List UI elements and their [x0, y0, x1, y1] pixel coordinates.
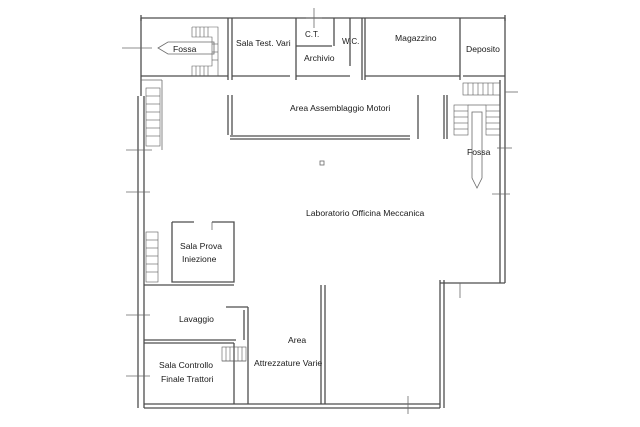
label-fossa-top: Fossa	[173, 44, 197, 54]
label-sala-controllo-2: Finale Trattori	[161, 374, 214, 384]
label-sala-prova-1: Sala Prova	[180, 241, 222, 251]
sala-controllo-walls	[126, 342, 247, 404]
label-sala-prova-2: Iniezione	[182, 254, 217, 264]
label-fossa-right: Fossa	[467, 147, 491, 157]
lavaggio-walls	[126, 284, 249, 404]
label-magazzino: Magazzino	[395, 33, 437, 43]
fossa-right-stairs	[453, 82, 518, 195]
label-lavaggio: Lavaggio	[179, 314, 214, 324]
label-laboratorio: Laboratorio Officina Meccanica	[306, 208, 425, 218]
left-upper-stairs	[126, 79, 163, 151]
fossa-top-stairs	[157, 26, 219, 77]
label-sala-controllo-1: Sala Controllo	[159, 360, 213, 370]
label-ct: C.T.	[305, 30, 319, 39]
label-archivio: Archivio	[304, 53, 335, 63]
label-sala-test: Sala Test. Vari	[236, 38, 291, 48]
label-area-2: Attrezzature Varie	[254, 358, 322, 368]
label-wc: W.C.	[342, 37, 359, 46]
room-labels: Fossa Sala Test. Vari C.T. W.C. Archivio…	[159, 30, 500, 384]
top-room-walls	[122, 8, 505, 80]
label-area-1: Area	[288, 335, 306, 345]
area-attrezzature-walls	[320, 285, 326, 404]
assembly-partitions	[227, 95, 448, 166]
outer-walls	[137, 15, 506, 414]
label-deposito: Deposito	[466, 44, 500, 54]
sala-prova-walls	[126, 191, 235, 283]
label-area-assemblaggio: Area Assemblaggio Motori	[290, 103, 390, 113]
